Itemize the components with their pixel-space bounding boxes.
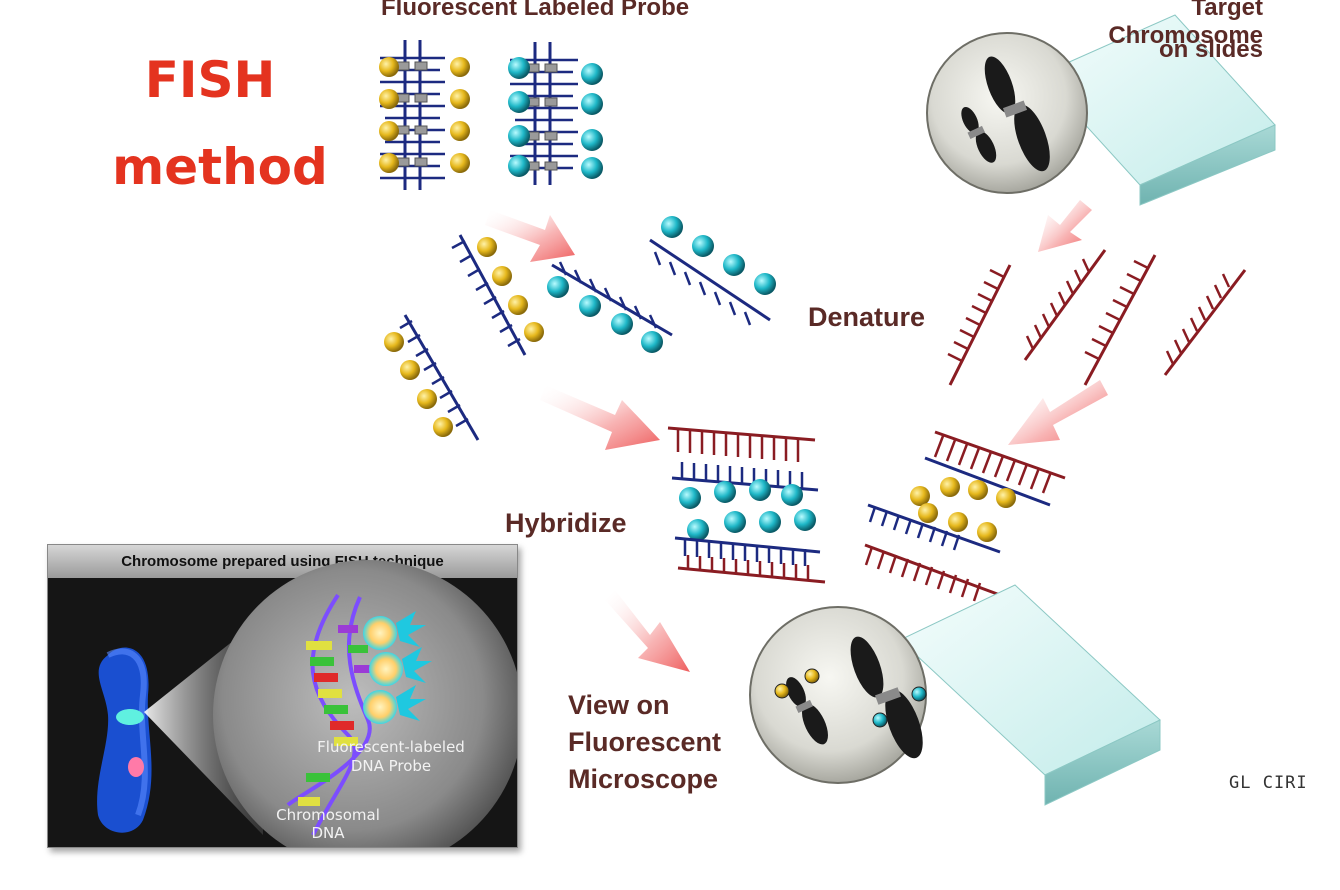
denatured-probe-yellow-2	[384, 314, 480, 441]
label-denature: Denature	[808, 302, 926, 332]
label-view-line2: Fluorescent	[568, 727, 722, 757]
inset-probe-glow	[363, 611, 432, 724]
title-fish: FISH	[144, 51, 276, 109]
label-probe: Fluorescent Labeled Probe	[381, 0, 690, 21]
denatured-target-strands	[947, 249, 1247, 386]
label-target-line2: on slides	[1158, 36, 1263, 63]
label-target-line1: Target Chromosome	[1108, 0, 1263, 49]
inset-dna-label-line2: DNA	[311, 824, 345, 842]
inset-panel: Chromosome prepared using FISH technique	[47, 544, 518, 848]
inset-dna-helix	[286, 593, 374, 836]
hybrid-complex-yellow	[864, 430, 1066, 602]
target-chromosomes	[961, 56, 1050, 172]
inset-chromosome	[97, 647, 152, 833]
title-method: method	[112, 138, 328, 196]
signature: GL CIRI	[1229, 773, 1308, 793]
denatured-probe-cyan-2	[649, 216, 776, 326]
inset-probe-label-line1: Fluorescent-labeled	[317, 738, 465, 756]
probe-yellow-ladder	[379, 40, 470, 190]
process-arrows	[485, 200, 1108, 672]
denatured-probe-yellow-1	[451, 234, 544, 356]
inset-probe-label-line2: DNA Probe	[350, 757, 432, 775]
hybrid-complex-cyan	[667, 426, 826, 584]
label-view-line1: View on	[568, 690, 670, 720]
probe-cyan-ladder	[508, 42, 603, 185]
result-chromosomes	[786, 636, 923, 759]
label-view-line3: Microscope	[568, 764, 719, 794]
inset-illustration	[97, 560, 517, 847]
denatured-probe-cyan-1	[547, 261, 673, 353]
inset-dna-label-line1: Chromosomal	[276, 806, 380, 824]
target-slide	[926, 14, 1276, 206]
label-hybridize: Hybridize	[505, 508, 627, 538]
result-slide	[749, 584, 1161, 806]
